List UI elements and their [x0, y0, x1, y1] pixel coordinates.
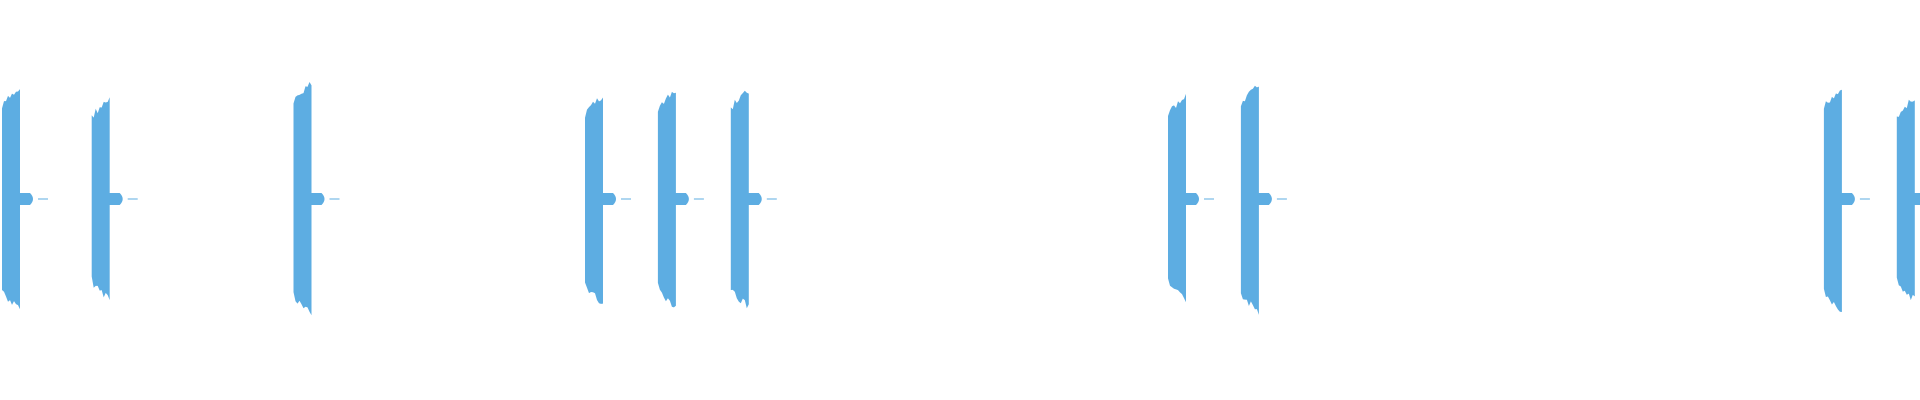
waveform-burst-body	[585, 97, 617, 304]
waveform-burst	[91, 97, 138, 301]
waveform-burst-body	[91, 97, 123, 301]
waveform-burst-body	[1823, 89, 1855, 312]
waveform-burst	[730, 90, 777, 309]
waveform-burst	[2, 89, 48, 310]
waveform-burst	[293, 82, 340, 316]
waveform-burst-body	[657, 91, 689, 308]
waveform-burst	[1168, 93, 1214, 303]
waveform-burst	[1823, 89, 1870, 312]
waveform-burst-body	[1168, 93, 1200, 303]
waveform-burst	[657, 91, 704, 308]
waveform-burst-body	[1240, 85, 1272, 315]
waveform-burst	[585, 97, 631, 304]
waveform-burst-body	[2, 89, 33, 310]
waveform-burst	[1896, 99, 1920, 301]
waveform-burst-body	[293, 82, 325, 316]
waveform-burst-body	[1896, 99, 1920, 301]
waveform-burst-body	[730, 90, 762, 309]
waveform-burst	[1240, 85, 1287, 315]
